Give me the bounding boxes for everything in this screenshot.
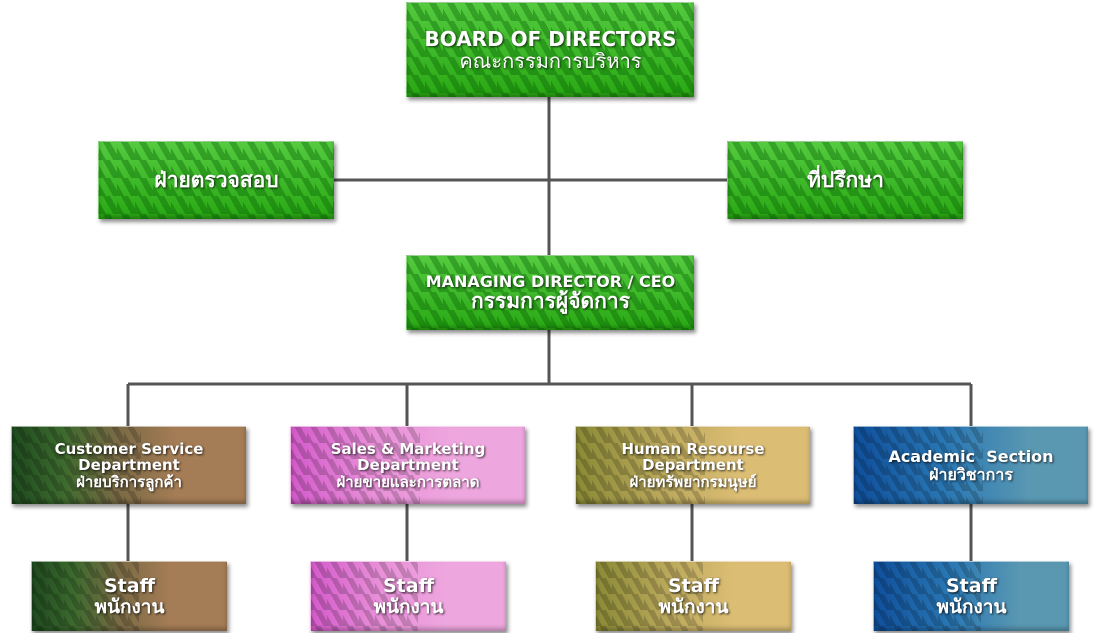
dept-4-line2: ฝ่ายวิชาการ (929, 464, 1013, 484)
human-resource-department-box: Human Resourse Department ฝ่ายทรัพยากรมน… (575, 426, 810, 504)
managing-director-box: MANAGING DIRECTOR / CEO กรรมการผู้จัดการ (406, 255, 694, 330)
dept-3-line1: Human Resourse (621, 439, 765, 458)
staff-2-en: Staff (383, 574, 434, 597)
ceo-title-en: MANAGING DIRECTOR / CEO (425, 271, 676, 291)
board-title-th: คณะกรรมการบริหาร (459, 49, 642, 73)
ceo-title-th: กรรมการผู้จัดการ (471, 289, 630, 314)
audit-label: ฝ่ายตรวจสอบ (154, 167, 279, 192)
dept-1-line3: ฝ่ายบริการลูกค้า (76, 472, 182, 491)
dept-2-line3: ฝ่ายขายและการตลาด (336, 472, 480, 491)
dept-1-line2: Department (78, 456, 180, 475)
dept-4-line1: Academic Section (888, 446, 1054, 466)
board-title-en: BOARD OF DIRECTORS (424, 27, 677, 51)
dept-3-line2: Department (642, 456, 744, 475)
dept-2-line1: Sales & Marketing (330, 439, 486, 458)
staff-box-3: Staff พนักงาน (595, 561, 791, 631)
staff-3-en: Staff (668, 574, 719, 597)
advisor-label: ที่ปรึกษา (807, 167, 884, 192)
board-of-directors-box: BOARD OF DIRECTORS คณะกรรมการบริหาร (406, 2, 694, 97)
dept-2-line2: Department (357, 456, 459, 475)
staff-box-1: Staff พนักงาน (31, 561, 227, 631)
staff-2-th: พนักงาน (373, 595, 444, 618)
staff-4-en: Staff (946, 574, 997, 597)
staff-3-th: พนักงาน (658, 595, 729, 618)
audit-department-box: ฝ่ายตรวจสอบ (98, 141, 334, 219)
staff-1-th: พนักงาน (94, 595, 165, 618)
staff-box-4: Staff พนักงาน (873, 561, 1069, 631)
staff-4-th: พนักงาน (936, 595, 1007, 618)
sales-marketing-department-box: Sales & Marketing Department ฝ่ายขายและก… (290, 426, 525, 504)
academic-section-box: Academic Section ฝ่ายวิชาการ (853, 426, 1088, 504)
dept-1-line1: Customer Service (54, 439, 204, 458)
customer-service-department-box: Customer Service Department ฝ่ายบริการลู… (11, 426, 246, 504)
staff-box-2: Staff พนักงาน (310, 561, 506, 631)
advisor-box: ที่ปรึกษา (727, 141, 963, 219)
dept-3-line3: ฝ่ายทรัพยากรมนุษย์ (629, 472, 757, 491)
staff-1-en: Staff (104, 574, 155, 597)
